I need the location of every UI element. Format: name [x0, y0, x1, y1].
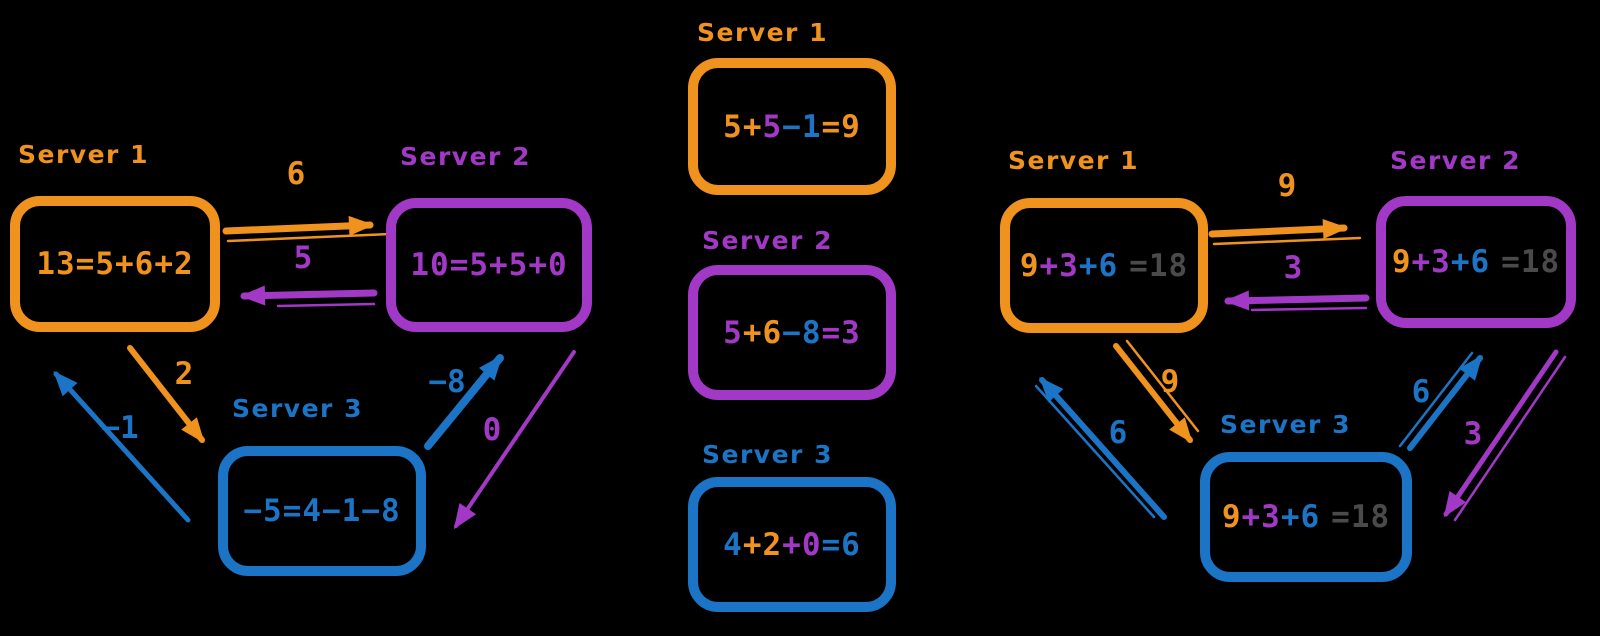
edge-right-s1-to-s2-sketchline: [1212, 236, 1362, 246]
edge-right-s2-to-s3: [1443, 349, 1559, 518]
equation-segment: 5: [723, 314, 743, 351]
server-value-middle-2: 5+6−8=3: [723, 315, 861, 351]
equation-segment: +6: [1078, 247, 1119, 284]
server-box-right-3: 9+3+6 =18: [1200, 452, 1412, 582]
edge-left-s3-to-s2: [424, 354, 504, 450]
edge-label-left-s2-s3: 0: [482, 412, 502, 448]
equation-segment: 9: [1391, 244, 1412, 280]
equation-segment: =18: [1331, 499, 1391, 535]
edge-label-right-s3-s2: 6: [1411, 374, 1431, 410]
edge-right-s3-to-s1-sketchline: [1034, 384, 1156, 519]
equation-segment: =18: [1501, 244, 1561, 280]
server-value-left-1: 13=5+6+2: [36, 246, 193, 282]
server-value-left-3: −5=4−1−8: [243, 493, 400, 529]
server-value-right-2: 9+3+6 =18: [1392, 244, 1560, 280]
edge-right-s3-to-s2-sketchline: [1398, 351, 1474, 448]
server-value-middle-3: 4+2+0=6: [723, 527, 861, 563]
edge-left-s2-to-s1: [240, 285, 378, 306]
equation-segment: −5=4−1−8: [243, 493, 401, 529]
server-label-left-2: Server 2: [400, 142, 531, 171]
equation-segment: +0: [782, 526, 822, 563]
server-label-left-3: Server 3: [232, 394, 363, 423]
edge-right-s3-to-s2: [1407, 354, 1483, 451]
equation-segment: +6: [1450, 244, 1491, 280]
equation-segment: −1: [782, 108, 822, 145]
server-label-middle-1: Server 1: [697, 18, 828, 47]
edge-label-right-s2-s3: 3: [1463, 416, 1483, 452]
edge-label-left-s1-s2: 6: [286, 156, 306, 192]
equation-segment: +2: [742, 526, 783, 563]
edge-left-s2-to-s3: [453, 350, 576, 530]
edge-label-right-s2-s1: 3: [1283, 250, 1303, 286]
equation-segment: 4: [723, 526, 743, 563]
equation-segment: −8: [782, 314, 822, 351]
server-value-middle-1: 5+5−1=9: [723, 109, 861, 145]
edge-right-s2-to-s1: [1224, 290, 1370, 311]
server-box-middle-2: 5+6−8=3: [688, 265, 896, 400]
server-value-left-2: 10=5+5+0: [410, 247, 567, 283]
edge-label-right-s3-s1: 6: [1108, 415, 1128, 451]
server-box-right-2: 9+3+6 =18: [1376, 196, 1576, 328]
equation-segment: +6: [1280, 499, 1321, 535]
equation-segment: =3: [821, 314, 861, 351]
edge-right-s2-to-s3-sketchline: [1453, 355, 1567, 522]
server-label-middle-3: Server 3: [702, 440, 833, 469]
edge-left-s3-to-s1: [53, 371, 191, 523]
equation-segment: +: [742, 108, 763, 145]
server-label-left-1: Server 1: [18, 140, 149, 169]
edge-label-left-s3-s1: −1: [101, 410, 139, 446]
edge-right-s2-to-s1-sketchline: [1250, 306, 1368, 312]
edge-left-s1-to-s2-sketchline: [226, 232, 392, 243]
equation-segment: 5: [723, 108, 743, 145]
edge-right-s1-to-s2: [1208, 218, 1348, 239]
equation-segment: =18: [1129, 247, 1189, 284]
server-box-left-2: 10=5+5+0: [386, 198, 592, 332]
edge-label-right-s1-s3: 9: [1160, 364, 1180, 400]
edge-left-s2-to-s1-sketchline: [276, 302, 376, 308]
edge-right-s1-to-s3-sketchline: [1125, 339, 1200, 433]
server-box-right-1: 9+3+6 =18: [1000, 198, 1208, 333]
equation-segment: =6: [821, 526, 861, 563]
edge-label-right-s1-s2: 9: [1277, 168, 1297, 204]
equation-segment: 5: [762, 108, 783, 145]
equation-segment: 9: [1019, 247, 1040, 284]
equation-segment: +3: [1241, 499, 1281, 535]
server-box-left-3: −5=4−1−8: [218, 446, 426, 576]
edge-label-left-s3-s2: −8: [428, 364, 466, 400]
equation-segment: 10=5+5+0: [410, 247, 568, 283]
edge-right-s3-to-s1: [1039, 377, 1167, 520]
edge-right-s1-to-s3: [1113, 343, 1193, 444]
server-label-right-1: Server 1: [1008, 146, 1139, 175]
equation-segment: 13=5+6+2: [36, 246, 194, 282]
equation-segment: +3: [1411, 244, 1451, 280]
edge-left-s1-to-s2: [222, 215, 374, 236]
edge-label-left-s1-s3: 2: [174, 356, 194, 392]
equation-segment: +6: [742, 314, 783, 351]
server-box-left-1: 13=5+6+2: [10, 196, 220, 332]
equation-segment: 9: [1221, 499, 1242, 535]
server-label-right-3: Server 3: [1220, 410, 1351, 439]
equation-segment: +3: [1039, 247, 1079, 284]
equation-segment: =9: [821, 108, 861, 145]
edge-label-left-s2-s1: 5: [293, 240, 313, 276]
server-label-right-2: Server 2: [1390, 146, 1521, 175]
server-box-middle-3: 4+2+0=6: [688, 477, 896, 612]
server-value-right-3: 9+3+6 =18: [1222, 499, 1390, 535]
server-value-right-1: 9+3+6 =18: [1020, 248, 1188, 284]
server-label-middle-2: Server 2: [702, 226, 833, 255]
server-box-middle-1: 5+5−1=9: [688, 58, 896, 195]
edge-left-s1-to-s3: [127, 345, 205, 444]
